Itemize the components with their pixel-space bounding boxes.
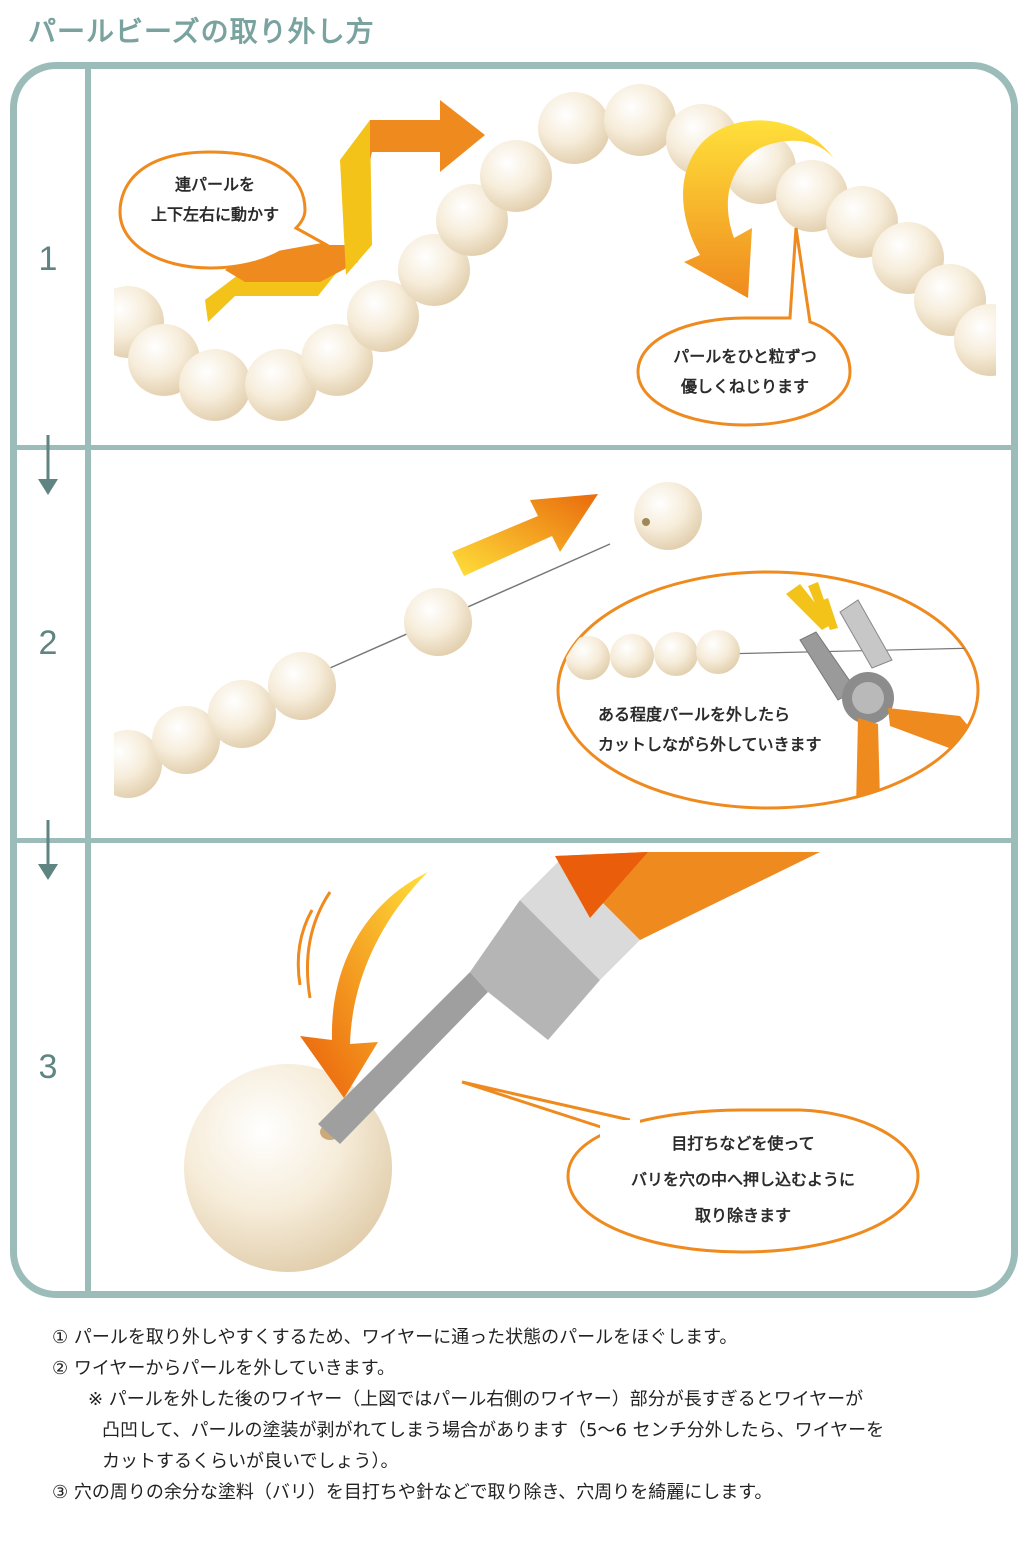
bubble-move-line2: 上下左右に動かす	[150, 205, 279, 224]
note-step3: ③ 穴の周りの余分な塗料（バリ）を目打ちや針などで取り除き、穴周りを綺麗にします…	[52, 1482, 773, 1503]
bubble-burr-text: 目打ちなどを使って バリを穴の中へ押し込むように 取り除きます	[608, 1126, 878, 1234]
page-title: パールビーズの取り外し方	[28, 15, 375, 48]
step-divider-1	[10, 445, 1018, 450]
down-arrow-icon	[38, 820, 58, 880]
note-step2-caution-a: ※ パールを外した後のワイヤー（上図ではパール右側のワイヤー）部分が長すぎるとワ…	[88, 1389, 864, 1410]
step-number-3: 3	[38, 1048, 58, 1086]
step-column-divider	[85, 62, 91, 1298]
note-step2-caution-b: 凸凹して、パールの塗装が剥がれてしまう場合があります（5〜6 センチ分外したら、…	[102, 1420, 885, 1441]
note-step2: ② ワイヤーからパールを外していきます。	[52, 1358, 395, 1379]
panel-frame	[10, 62, 1018, 1298]
step-divider-2	[10, 838, 1018, 843]
instruction-notes: ① パールを取り外しやすくするため、ワイヤーに通った状態のパールをほぐします。 …	[52, 1322, 1002, 1508]
down-arrow-icon	[38, 435, 58, 495]
bubble-burr-line3: 取り除きます	[694, 1206, 791, 1225]
bubble-cut-text: ある程度パールを外したら カットしながら外していきます	[598, 700, 868, 760]
note-step1: ① パールを取り外しやすくするため、ワイヤーに通った状態のパールをほぐします。	[52, 1327, 738, 1348]
note-step2-caution-c: カットするくらいが良いでしょう）。	[102, 1451, 399, 1472]
step-number-2: 2	[38, 624, 58, 662]
bubble-cut-line1: ある程度パールを外したら	[598, 705, 791, 724]
bubble-move-text: 連パールを 上下左右に動かす	[130, 170, 300, 230]
bubble-burr-line1: 目打ちなどを使って	[671, 1134, 815, 1153]
bubble-move-line1: 連パールを	[174, 175, 255, 194]
bubble-cut-line2: カットしながら外していきます	[598, 735, 822, 754]
bubble-burr-line2: バリを穴の中へ押し込むように	[630, 1170, 855, 1189]
step-number-1: 1	[38, 240, 58, 278]
bubble-twist-line1: パールをひと粒ずつ	[673, 347, 817, 366]
bubble-twist-line2: 優しくねじります	[680, 377, 809, 396]
bubble-twist-text: パールをひと粒ずつ 優しくねじります	[650, 342, 840, 402]
